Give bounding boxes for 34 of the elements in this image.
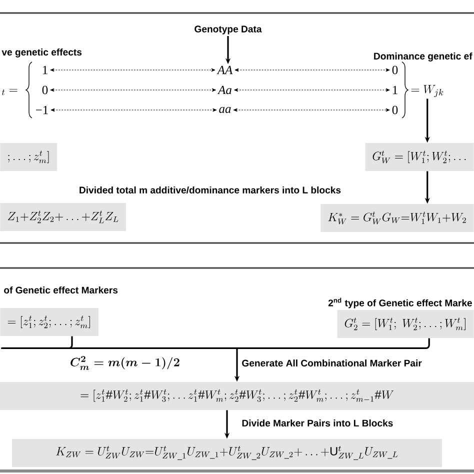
formula-text: $\boldsymbol{C^2_m = m(m-1)/2}$ [70, 356, 180, 370]
genotype-text: Aa [217, 86, 232, 94]
formula-text: $= W_{jk}$ [411, 85, 444, 98]
arrow [234, 68, 390, 72]
label-text: Divide Marker Pairs into L Blocks [242, 420, 393, 427]
label-text: Generate All Combinational Marker Pair [242, 360, 422, 367]
value-text: 0 [392, 66, 398, 74]
label-text: Divided total m additive/dominance markers into L blocks [80, 186, 341, 194]
genotype-text: AA [216, 66, 233, 74]
heading-text: Genotype Data [194, 26, 262, 34]
formula-box: $= [z^t_1 \# W^t_2; z^t_1 \# W^t_3; \ldots z^t_1 \# W^t_m; z^t_2 \# W^t_3; \ldots; z^t_2 \# W^t_m; \ldots; z^t_{m-1} \# W$ [0, 382, 474, 410]
formula-box: $; \ldots; z^t_m]$ [0, 143, 58, 171]
value-text: 0 [42, 86, 48, 94]
formula-box: $G^t_2 = [W^t_1;\ W^t_2; \ldots; W^t_m]$ [337, 310, 474, 338]
value-text: −1 [36, 106, 48, 114]
heading-text: of Genetic effect Markers [4, 286, 118, 294]
formula-text: ${}_t =$ [2, 88, 18, 96]
heading-text: 2$^{nd}$ type of Genetic effect Marke [328, 298, 472, 308]
label-text: ve genetic effects [2, 48, 82, 58]
formula-box: $Z_1{+}Z^t_2Z_2{+}\ldots{+}Z^t_LZ_L$ [0, 203, 126, 231]
arrow [50, 108, 217, 112]
arrow [234, 88, 390, 92]
arrow [50, 68, 216, 72]
formula-box: $K_{ZW} = U^t_{ZW}U_{ZW}{=}U^t_{ZW\_1}U_{ZW\_1}{+}U^t_{ZW\_2}U_{ZW\_2}{+}\ldots{+}\mathrm{U}^t_{ZW\_L}U_{ZW\_L}$ [12, 439, 442, 467]
value-text: 1 [393, 86, 398, 94]
genotype-text: aa [219, 107, 231, 113]
arrow [50, 88, 216, 92]
value-text: 1 [42, 66, 48, 74]
label-text: Dominance genetic ef [374, 52, 472, 62]
formula-box: $K^*_W = G^t_WG_W{=}W^t_1W_1{+}W_2$ [320, 204, 474, 232]
value-text: 0 [392, 106, 398, 114]
formula-box: $G^t_W = [W^t_1; W^t_2; \ldots$ [365, 143, 474, 171]
formula-box: $= [z^t_1; z^t_2; \ldots; z^t_m]$ [0, 308, 98, 336]
arrow [233, 108, 390, 112]
